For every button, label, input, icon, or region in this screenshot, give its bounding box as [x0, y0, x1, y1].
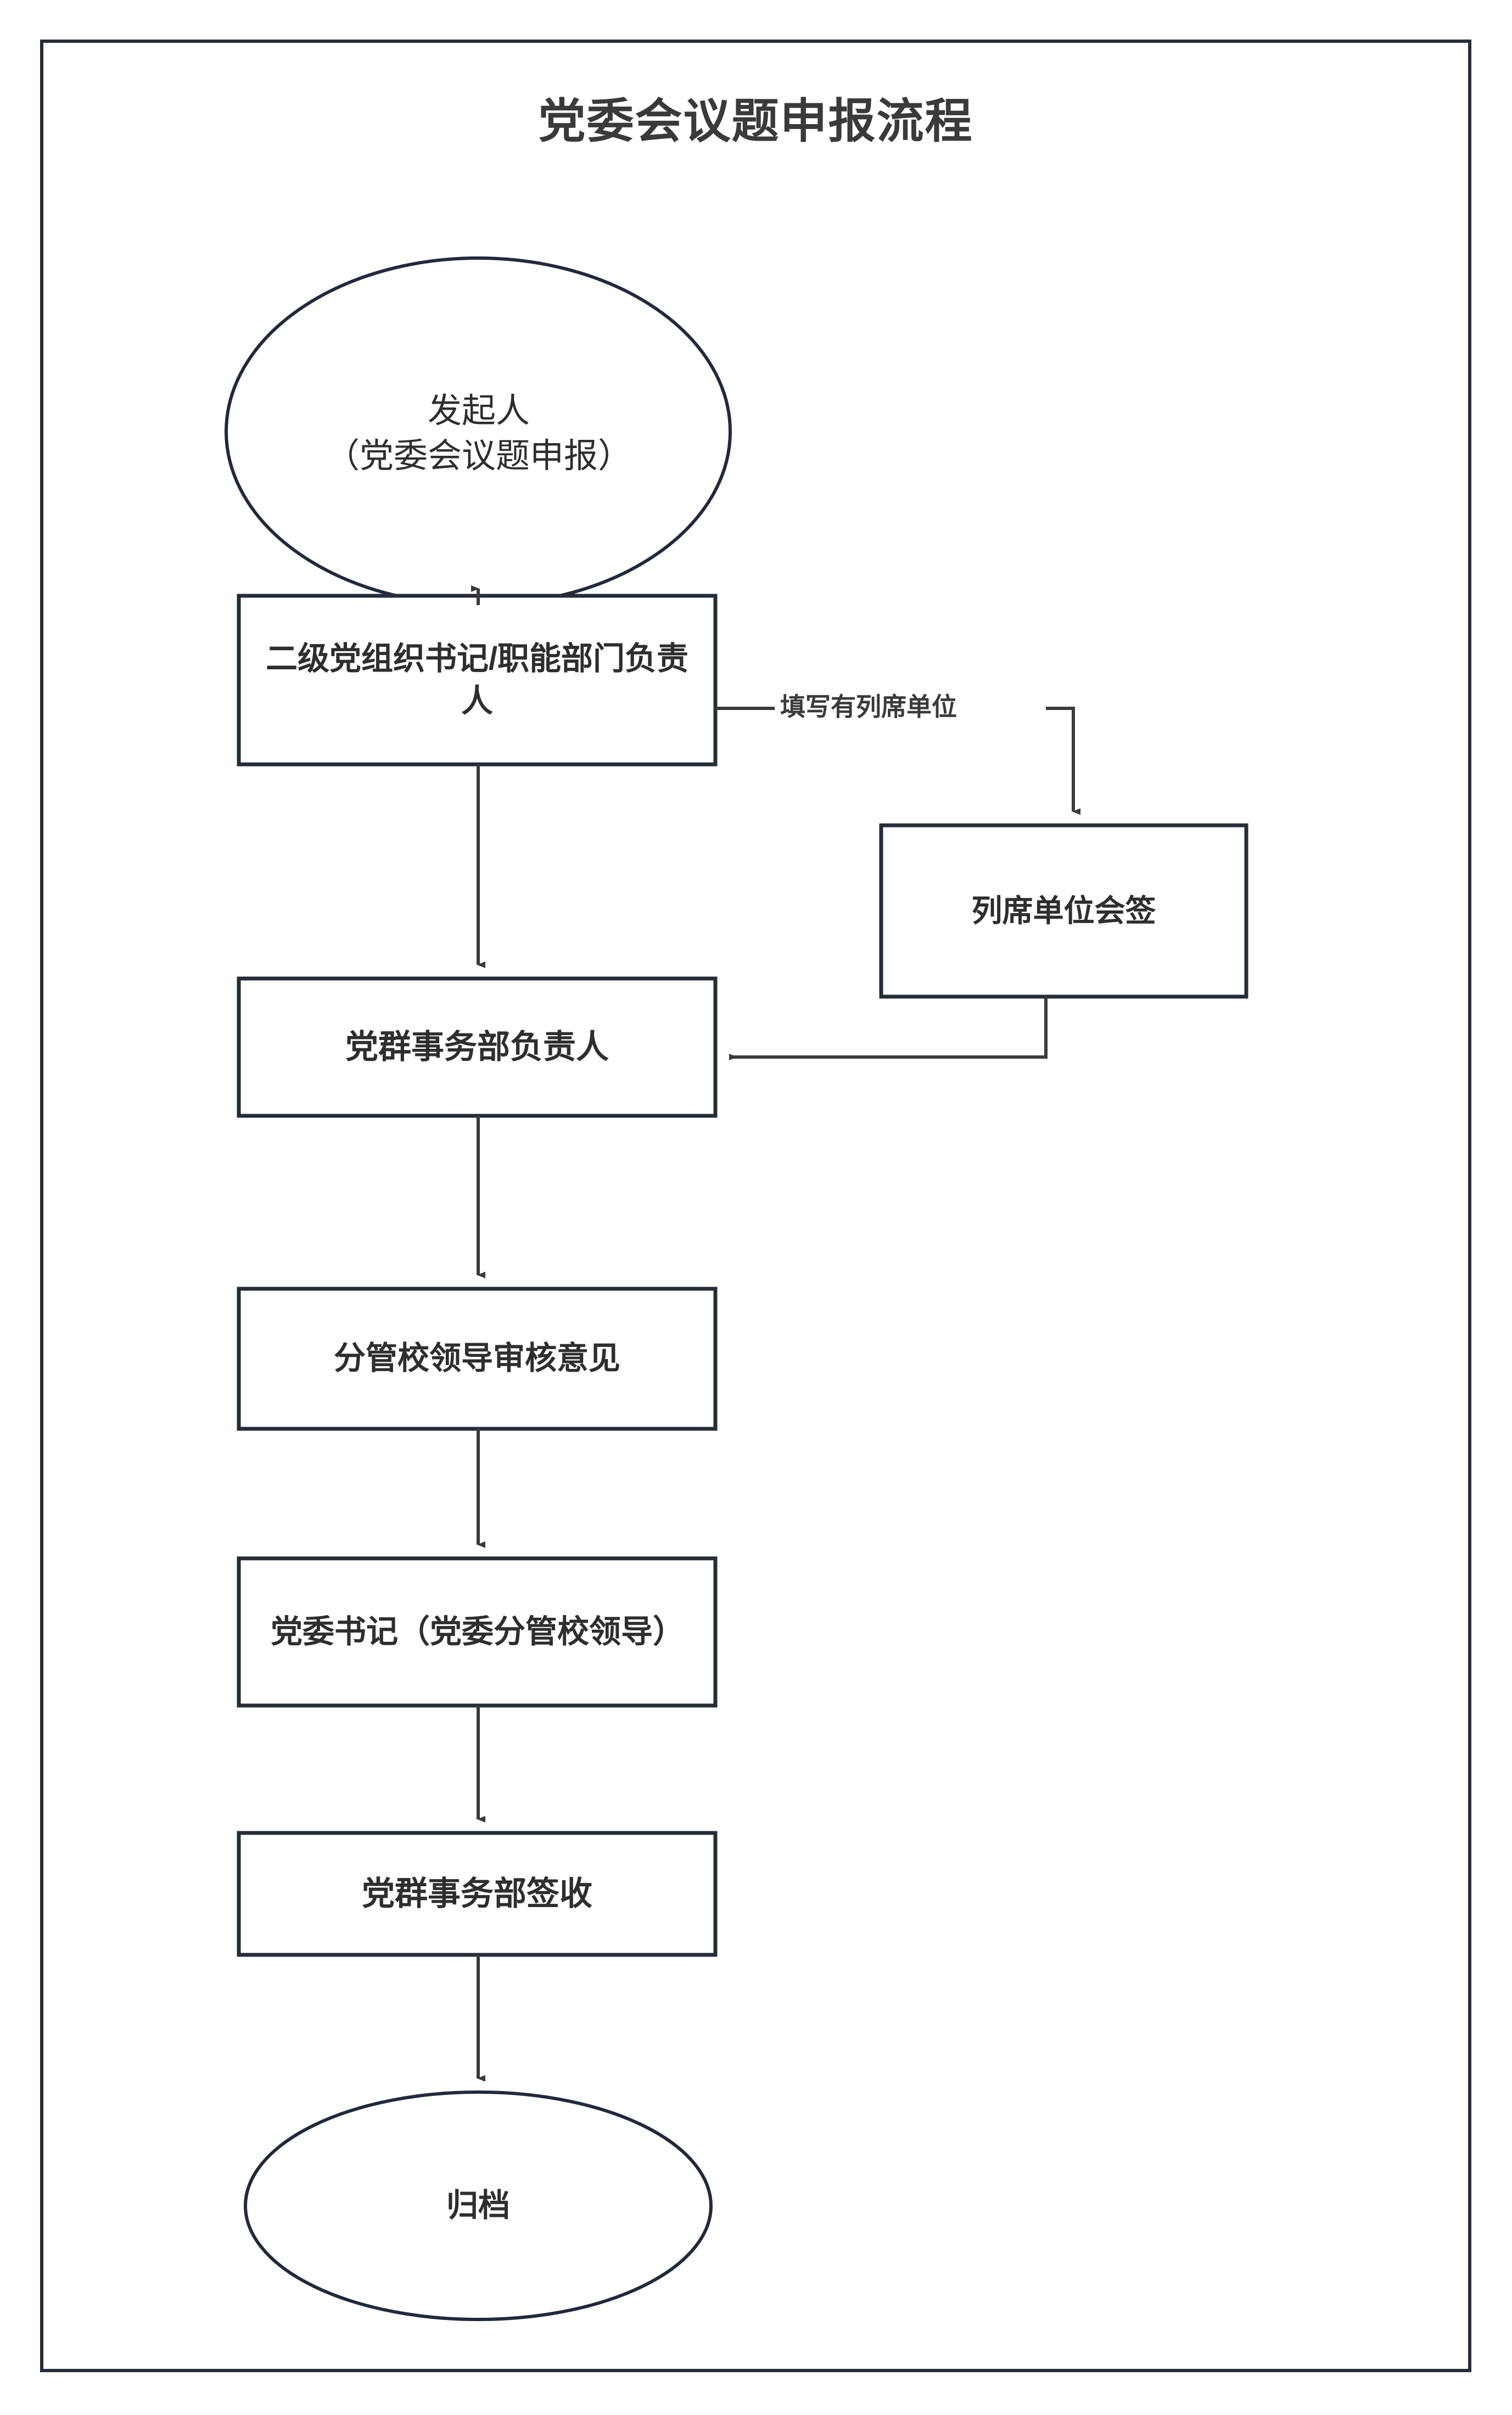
node-shape-party-affairs-receipt[interactable]: [237, 1831, 718, 1957]
node-shape-start-ellipse[interactable]: [225, 256, 732, 607]
node-shape-vice-president-review[interactable]: [237, 1287, 718, 1431]
node-shape-archive-ellipse[interactable]: [244, 2090, 713, 2321]
node-shape-party-secretary[interactable]: [237, 1556, 718, 1708]
edge-countersign-to-party-affairs: [729, 997, 1048, 1060]
node-shape-secondary-party-secretary[interactable]: [237, 594, 718, 767]
node-shape-attending-unit-countersign[interactable]: [879, 823, 1248, 999]
node-shape-party-affairs-head[interactable]: [237, 976, 718, 1118]
edge-secretary-to-countersign-seg2: [1046, 707, 1080, 815]
edge-label-fill-attending-unit: 填写有列席单位: [775, 694, 962, 719]
page-title: 党委会议题申报流程: [538, 95, 973, 148]
